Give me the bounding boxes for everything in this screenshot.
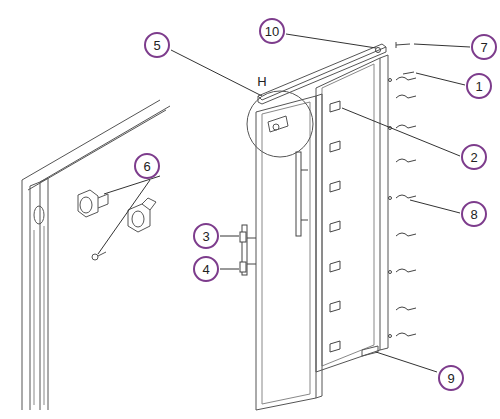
callout-number: 10 (259, 18, 285, 44)
leader-lines (98, 34, 470, 372)
callout-number: 7 (471, 34, 497, 60)
profile-inset (22, 100, 170, 410)
fixed-panel (316, 55, 388, 372)
roller-part (78, 190, 156, 260)
callout-number: 3 (193, 223, 219, 249)
callout-number: 4 (193, 256, 219, 282)
callout-number: 5 (144, 32, 170, 58)
callout-number: 1 (466, 73, 492, 99)
detail-circle (247, 91, 313, 157)
screws (376, 42, 415, 74)
callout-number: 8 (461, 201, 487, 227)
seal-hooks (389, 77, 417, 338)
callout-number: 2 (461, 144, 487, 170)
callout-number: 6 (134, 153, 160, 179)
callout-number: 9 (438, 365, 464, 391)
detail-letter: H (257, 75, 266, 88)
glass-clips (330, 101, 340, 352)
bottom-guide (362, 346, 378, 356)
sliding-door (256, 94, 322, 410)
door-handle (240, 152, 308, 275)
